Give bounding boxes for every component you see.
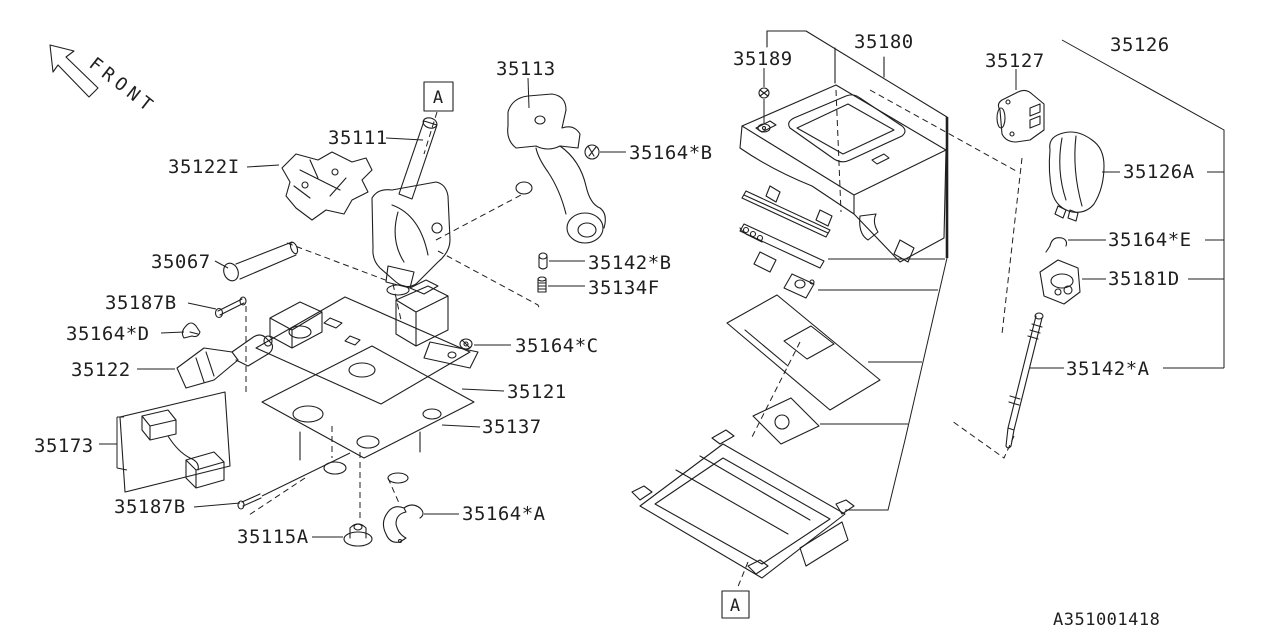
gasket-35137: [261, 345, 475, 484]
callout-35187B-lower: 35187B: [114, 496, 186, 518]
callout-35164E: 35164*E: [1108, 229, 1192, 251]
callout-35142B: 35142*B: [588, 252, 672, 274]
connector-35127: [996, 89, 1045, 143]
pin-35187B-lower: [237, 493, 262, 510]
illumination-bulb: [783, 273, 815, 299]
callout-35137: 35137: [482, 416, 542, 438]
knob-base-35181D: [1039, 259, 1081, 305]
grommet-35115A: [343, 523, 373, 547]
callout-35142A: 35142*A: [1066, 358, 1150, 380]
section-ref-box-bottom: [721, 590, 750, 619]
front-arrow: [49, 44, 99, 98]
callout-35126A: 35126A: [1123, 161, 1195, 183]
callout-35127: 35127: [985, 50, 1045, 72]
selector-plate-35121: [255, 279, 479, 405]
callout-35180: 35180: [854, 31, 914, 53]
clip-35164D: [181, 322, 201, 339]
washer-35164C: [459, 338, 473, 350]
callout-35067: 35067: [151, 251, 211, 273]
clip-35164E: [1045, 237, 1068, 253]
slide-strip-lower: [739, 223, 825, 273]
callout-35122: 35122: [71, 359, 131, 381]
interlock-plate-35122I: [281, 151, 373, 221]
rod-35142A: [1005, 312, 1044, 449]
clip-35164A: [382, 504, 424, 544]
indicator-cover-35180: [739, 30, 949, 263]
callout-35164A: 35164*A: [462, 503, 546, 525]
callout-35164D: 35164*D: [66, 323, 150, 345]
bracket-35113: [507, 93, 606, 244]
indicator-plate: [726, 294, 881, 411]
callout-35115A: 35115A: [237, 526, 309, 548]
drawing-number: A351001418: [1053, 610, 1160, 630]
construction-lines: [245, 89, 1023, 590]
spring-35134F: [537, 276, 547, 293]
callout-35164C: 35164*C: [515, 335, 599, 357]
pin-35187B-upper: [214, 296, 247, 319]
callout-35164B: 35164*B: [629, 142, 713, 164]
section-ref-box-top: [423, 81, 454, 112]
callout-35121: 35121: [507, 381, 567, 403]
shift-knob-35126A: [1048, 131, 1105, 222]
callout-35187B-upper: 35187B: [105, 292, 177, 314]
callout-35113: 35113: [496, 58, 556, 80]
section-ref-top: A: [433, 88, 443, 108]
callout-35173: 35173: [34, 435, 94, 457]
callout-35134F: 35134F: [588, 277, 660, 299]
callout-35181D: 35181D: [1108, 268, 1180, 290]
screw-35189: [757, 68, 771, 133]
pin-35142B: [538, 252, 548, 270]
small-plate: [752, 397, 820, 445]
bolt-35067: [223, 241, 299, 282]
callout-35189: 35189: [733, 48, 793, 70]
base-frame: [631, 429, 855, 579]
callout-35111: 35111: [328, 127, 388, 149]
leader-lines: [99, 39, 1225, 538]
harness-35173: [119, 391, 231, 493]
section-ref-bottom: A: [730, 596, 740, 616]
solenoid-35122: [176, 334, 274, 389]
callout-35122I: 35122I: [168, 156, 240, 178]
callout-35126: 35126: [1110, 34, 1170, 56]
snap-ring-35164B: [584, 144, 600, 160]
slide-strip-upper: [741, 190, 831, 238]
